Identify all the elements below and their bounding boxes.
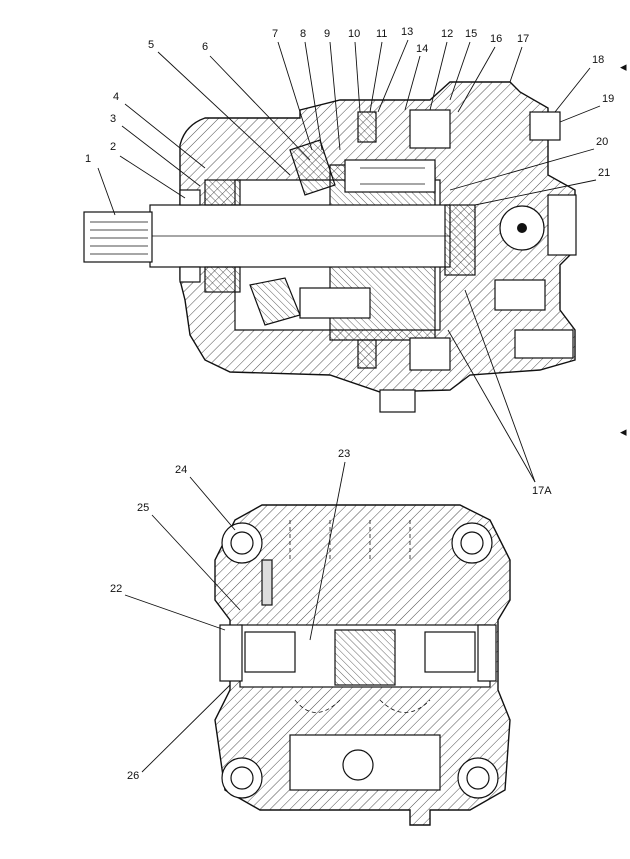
callout-22: 22 [110, 583, 122, 595]
spool-left-cap [219, 624, 243, 682]
callout-17a: 17A [532, 485, 552, 497]
callout-17: 17 [517, 33, 529, 45]
shaft-spline [83, 211, 153, 263]
bolt-top-right [451, 522, 493, 564]
margin-marks: ◂ ◂ [620, 59, 627, 439]
control-piston-lower [409, 337, 451, 371]
end-cap-plug-lower [514, 329, 574, 359]
callout-9: 9 [324, 28, 330, 40]
gauge-slot [261, 559, 273, 606]
upper-piston [344, 159, 436, 193]
spring-pack-lower [357, 339, 377, 369]
bolt-top-left [221, 522, 263, 564]
callout-11: 11 [376, 28, 387, 40]
callout-7: 7 [272, 28, 278, 40]
callout-19: 19 [602, 93, 614, 105]
longitudinal-section-view [83, 81, 577, 413]
spool-right-cap [477, 624, 497, 682]
shaft-seal-lower [179, 266, 201, 283]
callout-1: 1 [85, 153, 91, 165]
callout-26: 26 [127, 770, 139, 782]
callout-21: 21 [598, 167, 610, 179]
callout-2: 2 [110, 141, 116, 153]
bolt-bottom-right [457, 757, 499, 799]
callout-13: 13 [401, 26, 413, 38]
margin-mark-lower: ◂ [620, 424, 627, 439]
callout-14: 14 [416, 43, 428, 55]
leader-lines-bottom [124, 461, 346, 773]
spool-left-plug [244, 631, 296, 673]
callout-20: 20 [596, 136, 608, 148]
end-cap-port-block [494, 279, 546, 311]
callouts-bottom: 24 23 25 22 26 [110, 448, 350, 782]
callout-16: 16 [490, 33, 502, 45]
callout-24: 24 [175, 464, 187, 476]
spool-right-plug [424, 631, 476, 673]
front-bearing-upper [204, 179, 241, 206]
callout-3: 3 [110, 113, 116, 125]
callout-23: 23 [338, 448, 350, 460]
lower-piston [299, 287, 371, 319]
callout-10: 10 [348, 28, 360, 40]
bolt-bottom-left [221, 757, 263, 799]
callout-15: 15 [465, 28, 477, 40]
port-center [517, 223, 527, 233]
callout-4: 4 [113, 91, 119, 103]
end-cap-plug-upper [547, 194, 577, 256]
end-cap-section-view [214, 504, 511, 826]
callout-5: 5 [148, 39, 154, 51]
lower-port-bore [342, 749, 374, 781]
callout-18: 18 [592, 54, 604, 66]
control-piston [409, 109, 451, 149]
spring-pack-upper [357, 111, 377, 143]
callout-12: 12 [441, 28, 453, 40]
spool [334, 629, 396, 686]
front-bearing-lower [204, 266, 241, 293]
lower-swash-shoe [249, 277, 301, 326]
internal-passage-lower [294, 699, 431, 713]
callouts-top: 1 2 3 4 5 6 7 8 9 10 11 13 12 14 15 16 1… [85, 26, 614, 497]
drain-plug [379, 389, 416, 413]
upper-bolt-18 [529, 111, 561, 141]
margin-mark-upper: ◂ [620, 59, 627, 74]
callout-8: 8 [300, 28, 306, 40]
rear-bearing [444, 204, 476, 276]
leader-lines-top [97, 39, 601, 483]
callout-25: 25 [137, 502, 149, 514]
shaft-seal-upper [179, 189, 201, 206]
callout-6: 6 [202, 41, 208, 53]
